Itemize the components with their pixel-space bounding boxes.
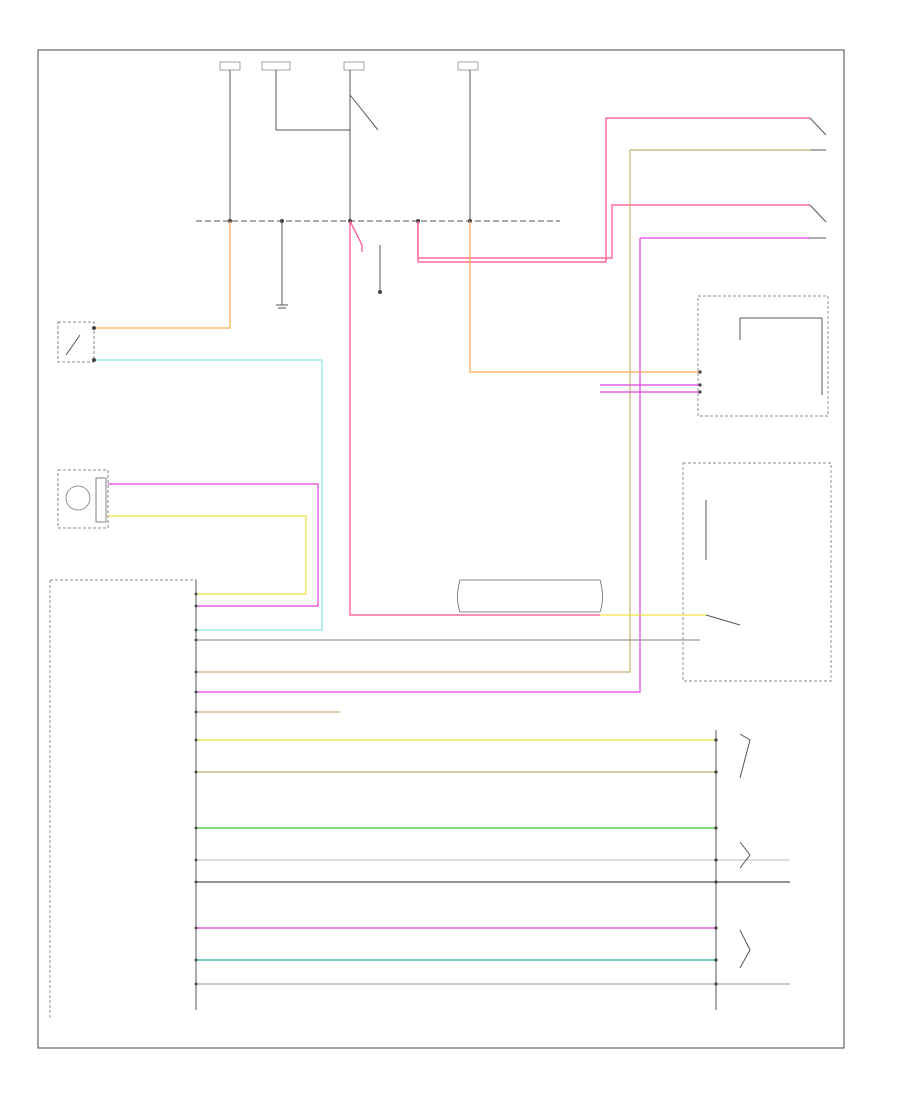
switch-icon: [57, 321, 96, 363]
wire-tan-vertical: [196, 150, 631, 673]
wire-pink-top2: [417, 204, 810, 259]
sensor-bracket-1: [739, 733, 751, 779]
instrument-cluster: [697, 295, 829, 417]
fuse-block: [196, 61, 560, 222]
wire-pink-top1: [417, 117, 810, 263]
ground-icon: [276, 221, 288, 309]
wire-magenta-vertical: [196, 238, 641, 693]
module-pins: [194, 592, 198, 986]
sensor-bracket-2: [739, 841, 751, 869]
wire-orange-left: [96, 221, 231, 329]
switch-icon-right-1: [809, 117, 827, 151]
wire-yellow-sensor: [108, 515, 307, 595]
relay-icon: [457, 579, 603, 613]
transmission-switch: [682, 462, 832, 682]
switch-icon-right-2: [809, 204, 827, 239]
wire-pink-branch: [349, 220, 363, 252]
wire-pink-main: [349, 221, 600, 616]
splice-icon: [378, 290, 382, 294]
wire-lightblue: [96, 359, 323, 631]
sensor-bracket-3: [739, 929, 751, 969]
wire-orange-right: [469, 221, 700, 373]
wire-magenta-sensor: [108, 483, 319, 607]
diagram-frame: [37, 49, 845, 1049]
sensor-icon: [57, 469, 109, 529]
control-module: [49, 579, 197, 1020]
